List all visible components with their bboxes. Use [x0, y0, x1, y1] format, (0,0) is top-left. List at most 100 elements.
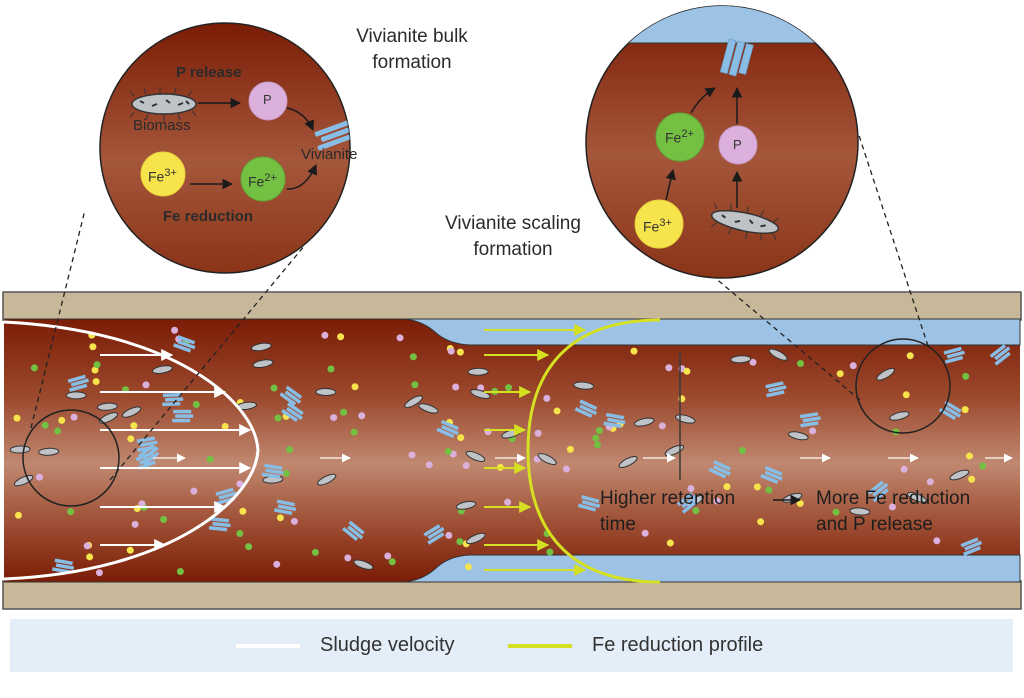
- ion-particle: [692, 507, 700, 515]
- vivianite-crystal-icon: [314, 120, 350, 151]
- pipe-wall-bottom: [2, 580, 1022, 610]
- ion-particle: [142, 381, 150, 389]
- vivianite-crystal: [676, 492, 699, 514]
- p-label: P: [733, 137, 742, 152]
- ion-particle: [89, 343, 97, 351]
- ion-particle: [176, 567, 184, 575]
- vivianite-label: Vivianite: [301, 146, 358, 163]
- fe2-particle: [240, 156, 286, 202]
- ion-particle: [70, 413, 78, 421]
- biomass-particle: [730, 355, 752, 364]
- vivianite-scale-top: [399, 318, 1021, 346]
- ion-particle: [452, 383, 460, 391]
- biomass-particle: [65, 391, 87, 400]
- ion-particle: [757, 518, 765, 526]
- ion-particle: [67, 508, 75, 516]
- vivianite-crystal: [423, 524, 445, 545]
- ion-particle: [464, 563, 472, 571]
- biomass-particle: [353, 559, 374, 570]
- ion-particle: [683, 367, 691, 375]
- ion-particle: [206, 455, 214, 463]
- ion-particle: [91, 366, 99, 374]
- ion-particle: [477, 384, 485, 392]
- fe2-label: Fe2+: [665, 128, 694, 146]
- ion-particle: [592, 434, 600, 442]
- ion-particle: [344, 554, 352, 562]
- biomass-particle: [889, 411, 910, 421]
- ion-particle: [796, 499, 804, 507]
- vivianite-crystal: [603, 412, 626, 429]
- biomass-particle: [465, 450, 486, 462]
- ion-particle: [83, 542, 91, 550]
- ion-particle: [566, 445, 574, 453]
- ion-particle: [409, 353, 417, 361]
- ion-particle: [274, 414, 282, 422]
- biomass-particle: [849, 507, 871, 516]
- p-release-label: P release: [176, 64, 242, 81]
- ion-particle: [282, 469, 290, 477]
- ion-particle: [190, 487, 198, 495]
- vivianite-crystal: [760, 465, 783, 484]
- vivianite-crystal: [273, 499, 297, 516]
- vivianite-crystal: [261, 463, 284, 479]
- legend-item-fe-reduction-profile: Fe reduction profile: [508, 619, 763, 672]
- vivianite-crystal: [138, 443, 160, 466]
- ion-particle: [546, 548, 554, 556]
- ion-particle: [562, 465, 570, 473]
- ion-particle: [273, 560, 281, 568]
- biomass-label: Biomass: [133, 117, 191, 134]
- ion-particle: [138, 500, 146, 508]
- ion-particle: [504, 498, 512, 506]
- biomass-particle: [98, 412, 119, 424]
- ion-particle: [723, 483, 731, 491]
- vivianite-crystal: [989, 344, 1011, 366]
- vivianite-crystal: [867, 480, 889, 503]
- fe3-particle: [140, 151, 186, 197]
- vivianite-crystal: [943, 346, 965, 364]
- biomass-icon: [710, 202, 780, 241]
- ion-particle: [961, 406, 969, 414]
- biomass-particle: [317, 473, 337, 486]
- biomass-particle: [633, 417, 655, 427]
- ion-particle: [832, 508, 840, 516]
- ion-particle: [411, 381, 419, 389]
- biomass-particle: [949, 469, 970, 481]
- ion-particle: [340, 408, 348, 416]
- fe2-label: Fe2+: [248, 172, 277, 190]
- biomass-particle: [467, 367, 489, 376]
- ion-particle: [456, 538, 464, 546]
- biomass-particle: [788, 431, 809, 441]
- ion-particle: [457, 434, 465, 442]
- biomass-particle: [907, 491, 927, 503]
- ion-particle: [337, 333, 345, 341]
- ion-particle: [93, 361, 101, 369]
- bulk-zoom-region: [22, 409, 120, 507]
- scaling-formation-inset: [585, 5, 859, 279]
- vivianite-crystal: [342, 520, 365, 542]
- ion-particle: [534, 429, 542, 437]
- phosphorus-particle: [718, 125, 758, 165]
- vivianite-crystal: [960, 537, 983, 557]
- ion-particle: [658, 422, 666, 430]
- biomass-particle: [466, 532, 486, 545]
- ion-particle: [171, 326, 179, 334]
- ion-particle: [926, 478, 934, 486]
- fe-reduction-swatch: [508, 643, 572, 648]
- ion-particle: [965, 452, 973, 460]
- ion-particle: [14, 511, 22, 519]
- ion-particle: [126, 546, 134, 554]
- ion-particle: [396, 334, 404, 342]
- ion-particle: [236, 480, 244, 488]
- phosphorus-particle: [248, 81, 288, 121]
- biomass-particle: [121, 406, 142, 418]
- vivianite-crystal: [281, 402, 304, 423]
- ion-particle: [286, 446, 294, 454]
- ion-particle: [192, 400, 200, 408]
- fe-reduction-label: Fe reduction: [163, 208, 254, 225]
- ion-particle: [321, 331, 329, 339]
- biomass-particle: [96, 402, 118, 411]
- biomass-particle: [537, 453, 557, 466]
- higher-retention-time-label: Higher retention time: [600, 488, 736, 535]
- ion-particle: [388, 558, 396, 566]
- vivianite-crystal: [208, 517, 231, 532]
